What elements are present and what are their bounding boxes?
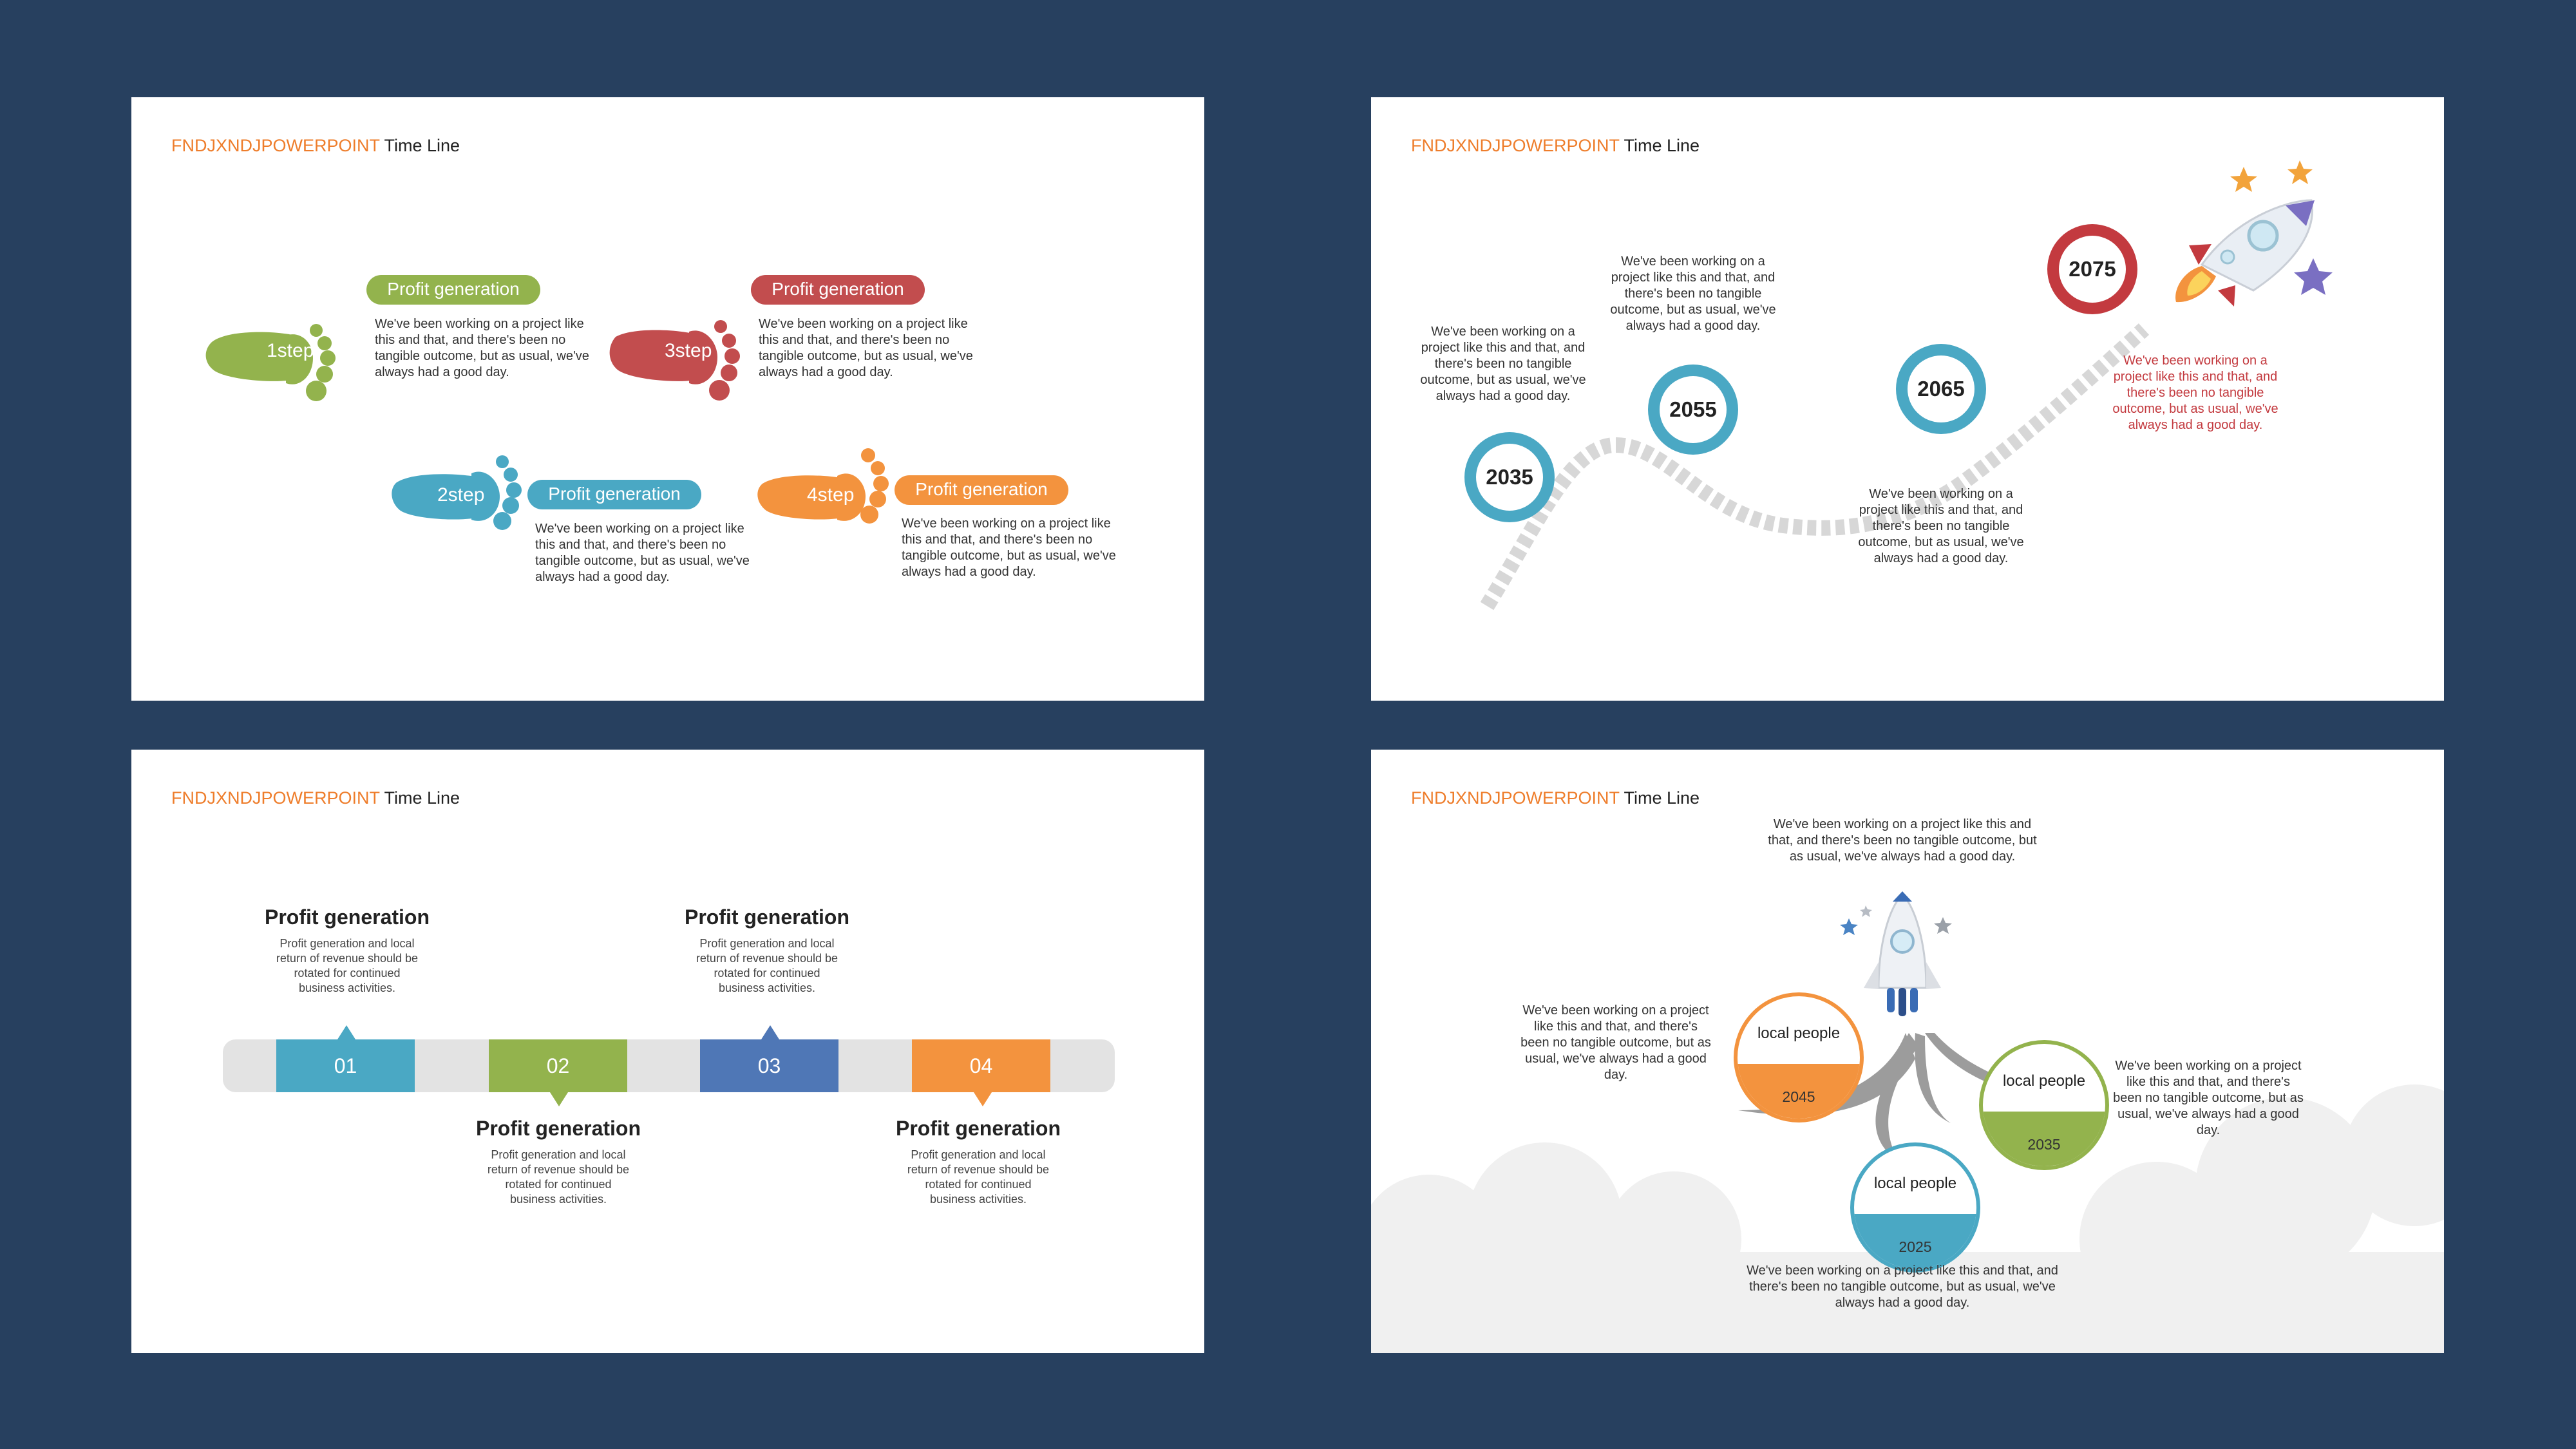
slide-title: FNDJXNDJPOWERPOINT Time Line [171,136,460,156]
brand-text: FNDJXNDJPOWERPOINT [1411,788,1620,808]
path-text-4: We've been working on a project like thi… [2112,354,2278,432]
title-text: Time Line [1624,136,1700,155]
timeline-heading-1: Profit generation [264,905,430,929]
year-2065: 2065 [1908,355,1975,422]
stage-year: 2045 [1782,1088,1815,1105]
pointer-down-4 [974,1092,992,1106]
step-text-2: We've been working on a project like thi… [535,522,750,584]
step-label-4: 4step [807,484,855,506]
title-text: Time Line [1624,788,1700,808]
step-label-1: 1step [267,340,314,361]
pointer-down-2 [550,1092,568,1106]
rocket-path-graphic [1480,160,2333,611]
segment-number: 03 [757,1054,781,1077]
timeline-desc-2: Profit generation and local return of re… [487,1148,630,1206]
slide-footsteps[interactable]: FNDJXNDJPOWERPOINT Time Line 1step 3step… [131,97,1204,701]
stage-circle-2035: local people 2035 [1979,1040,2109,1170]
year-marker-2035: 2035 [1464,432,1555,522]
timeline-heading-2: Profit generation [475,1117,641,1140]
profit-pill-4: Profit generation [895,475,1068,505]
timeline-desc-1: Profit generation and local return of re… [276,937,419,994]
path-text-1: We've been working on a project like thi… [1420,325,1586,403]
profit-pill-1: Profit generation [366,275,540,305]
year-marker-2055: 2055 [1648,365,1738,455]
stage-year: 2035 [2027,1136,2061,1153]
title-text: Time Line [384,788,460,808]
segment-number: 04 [969,1054,993,1077]
year-2055: 2055 [1660,376,1727,443]
pointer-up-3 [761,1025,779,1039]
brand-text: FNDJXNDJPOWERPOINT [171,788,380,808]
segment-01: 01 [276,1039,415,1092]
path-text-3: We've been working on a project like thi… [1858,487,2024,565]
step-text-3: We've been working on a project like thi… [759,317,973,379]
slide-rocket-path[interactable]: FNDJXNDJPOWERPOINT Time Line 2035 2055 2… [1371,97,2444,701]
timeline-desc-4: Profit generation and local return of re… [907,1148,1050,1206]
star-icon-b [1860,905,1872,917]
star-icon-3 [2294,258,2333,295]
star-icon-1 [2230,167,2257,192]
year-marker-2075: 2075 [2047,224,2137,314]
pointer-graphic [337,1025,992,1106]
stage-year: 2025 [1899,1238,1932,1255]
year-2035: 2035 [1476,444,1543,511]
footprint-icon-blue [392,455,522,530]
launch-text-right: We've been working on a project like thi… [2113,1059,2304,1137]
stage-circle-2045: local people 2045 [1734,992,1864,1122]
timeline-heading-4: Profit generation [895,1117,1061,1140]
stage-circle-2025: local people 2025 [1850,1142,1980,1273]
segment-02: 02 [489,1039,627,1092]
slide-title: FNDJXNDJPOWERPOINT Time Line [1411,136,1700,156]
star-icon-2 [2287,160,2313,184]
brand-text: FNDJXNDJPOWERPOINT [1411,136,1620,155]
stage-label: local people [2002,1072,2086,1090]
launch-text-left: We've been working on a project like thi… [1520,1003,1711,1082]
stage-label: local people [1873,1175,1957,1192]
segment-number: 01 [334,1054,357,1077]
dashed-road [1480,323,2150,611]
cloud-shape [1371,1084,2444,1353]
footprint-icon-green [205,324,336,401]
slide-title: FNDJXNDJPOWERPOINT Time Line [1411,788,1700,808]
slide-rocket-launch[interactable]: FNDJXNDJPOWERPOINT Time Line l [1371,750,2444,1353]
stage-label: local people [1757,1025,1841,1042]
segment-03: 03 [700,1039,838,1092]
launch-text-top: We've been working on a project like thi… [1768,817,2037,864]
timeline-heading-3: Profit generation [684,905,849,929]
launch-rocket-icon [1864,891,1941,1016]
segment-number: 02 [546,1054,570,1077]
path-text-2: We've been working on a project like thi… [1610,254,1776,333]
year-marker-2065: 2065 [1896,344,1986,434]
slide-title: FNDJXNDJPOWERPOINT Time Line [171,788,460,808]
timeline-desc-3: Profit generation and local return of re… [696,937,838,994]
footprint-icon-orange [757,448,889,524]
year-2075: 2075 [2059,236,2126,303]
step-text-4: We've been working on a project like thi… [902,516,1116,579]
star-icon-c [1934,917,1952,934]
step-text-1: We've been working on a project like thi… [375,317,589,379]
title-text: Time Line [384,136,460,155]
star-icon-a [1840,918,1858,935]
step-label-3: 3step [665,340,712,361]
smoke-trail [1738,1033,2079,1162]
pointer-up-1 [337,1025,355,1039]
footprints-graphic [205,320,889,530]
profit-pill-3: Profit generation [751,275,925,305]
brand-text: FNDJXNDJPOWERPOINT [171,136,380,155]
launch-graphic [1371,891,2444,1353]
launch-text-bottom: We've been working on a project like thi… [1747,1264,2058,1310]
rocket-icon [2175,199,2315,307]
slide-cylinder-timeline[interactable]: FNDJXNDJPOWERPOINT Time Line 01 02 03 04… [131,750,1204,1353]
footprint-icon-red [609,320,740,401]
segment-04: 04 [912,1039,1050,1092]
step-label-2: 2step [437,484,485,506]
profit-pill-2: Profit generation [527,480,701,509]
